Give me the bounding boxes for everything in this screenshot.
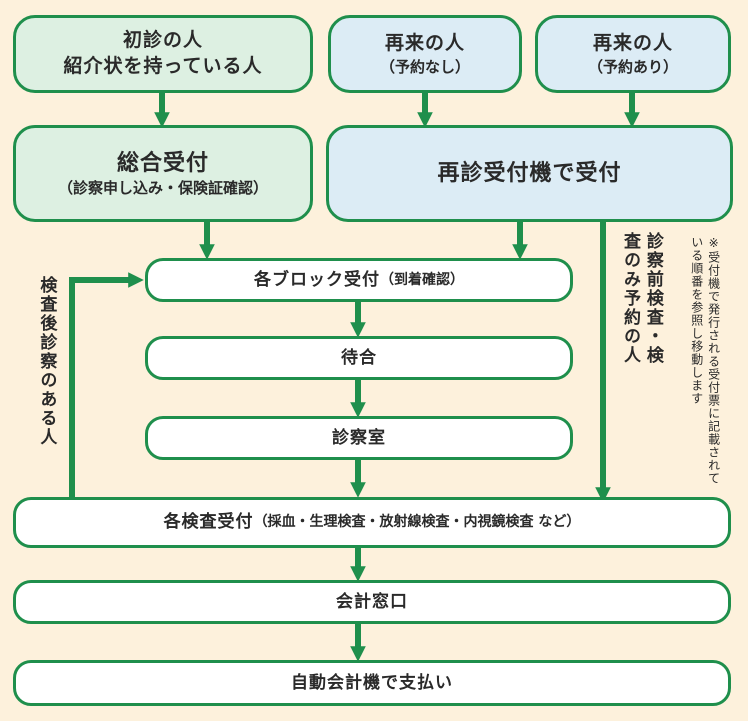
block-reception-sub: （到着確認）	[380, 271, 464, 288]
general-reception-detail: （診察申し込み・保険証確認）	[57, 179, 268, 198]
return-appt-line2: （予約あり）	[587, 57, 678, 76]
post-test-consult-label: 検査後診察のある人	[36, 276, 57, 447]
exam-room-box: 診察室	[145, 416, 573, 460]
revisit-kiosk-box: 再診受付機で受付	[326, 125, 733, 222]
first-visit-line2: 紹介状を持っている人	[63, 55, 263, 77]
return-no-appt-box: 再来の人 （予約なし）	[328, 15, 522, 93]
first-visit-line1: 初診の人	[122, 29, 203, 52]
return-appt-box: 再来の人 （予約あり）	[535, 15, 731, 93]
test-reception-box: 各検査受付 （採血・生理検査・放射線検査・内視鏡検査 など）	[13, 497, 731, 548]
auto-pay-box: 自動会計機で支払い	[13, 660, 731, 706]
auto-pay-title: 自動会計機で支払い	[291, 672, 453, 693]
kiosk-ticket-note: ※受付機で発行される受付票に記載されている順番を参照し移動します	[689, 236, 721, 485]
return-no-appt-line2: （予約なし）	[379, 57, 470, 76]
block-reception-box: 各ブロック受付 （到着確認）	[145, 258, 573, 302]
waiting-title: 待合	[341, 347, 377, 368]
first-visit-box: 初診の人 紹介状を持っている人	[13, 15, 313, 93]
cashier-box: 会計窓口	[13, 580, 731, 624]
block-reception-title: 各ブロック受付	[254, 269, 380, 290]
return-appt-line1: 再来の人	[592, 32, 673, 55]
general-reception-box: 総合受付 （診察申し込み・保険証確認）	[13, 125, 313, 222]
arrow-loop-back	[69, 272, 144, 497]
waiting-box: 待合	[145, 336, 573, 380]
cashier-title: 会計窓口	[336, 591, 408, 612]
general-reception-title: 総合受付	[116, 150, 209, 176]
revisit-kiosk-title: 再診受付機で受付	[437, 160, 622, 186]
exam-room-title: 診察室	[332, 427, 386, 448]
return-no-appt-line1: 再来の人	[384, 32, 465, 55]
pre-test-only-label: 診察前検査・検査のみ予約の人	[619, 232, 663, 365]
test-reception-title: 各検査受付	[163, 512, 254, 533]
test-reception-sub: （採血・生理検査・放射線検査・内視鏡検査 など）	[253, 514, 581, 531]
